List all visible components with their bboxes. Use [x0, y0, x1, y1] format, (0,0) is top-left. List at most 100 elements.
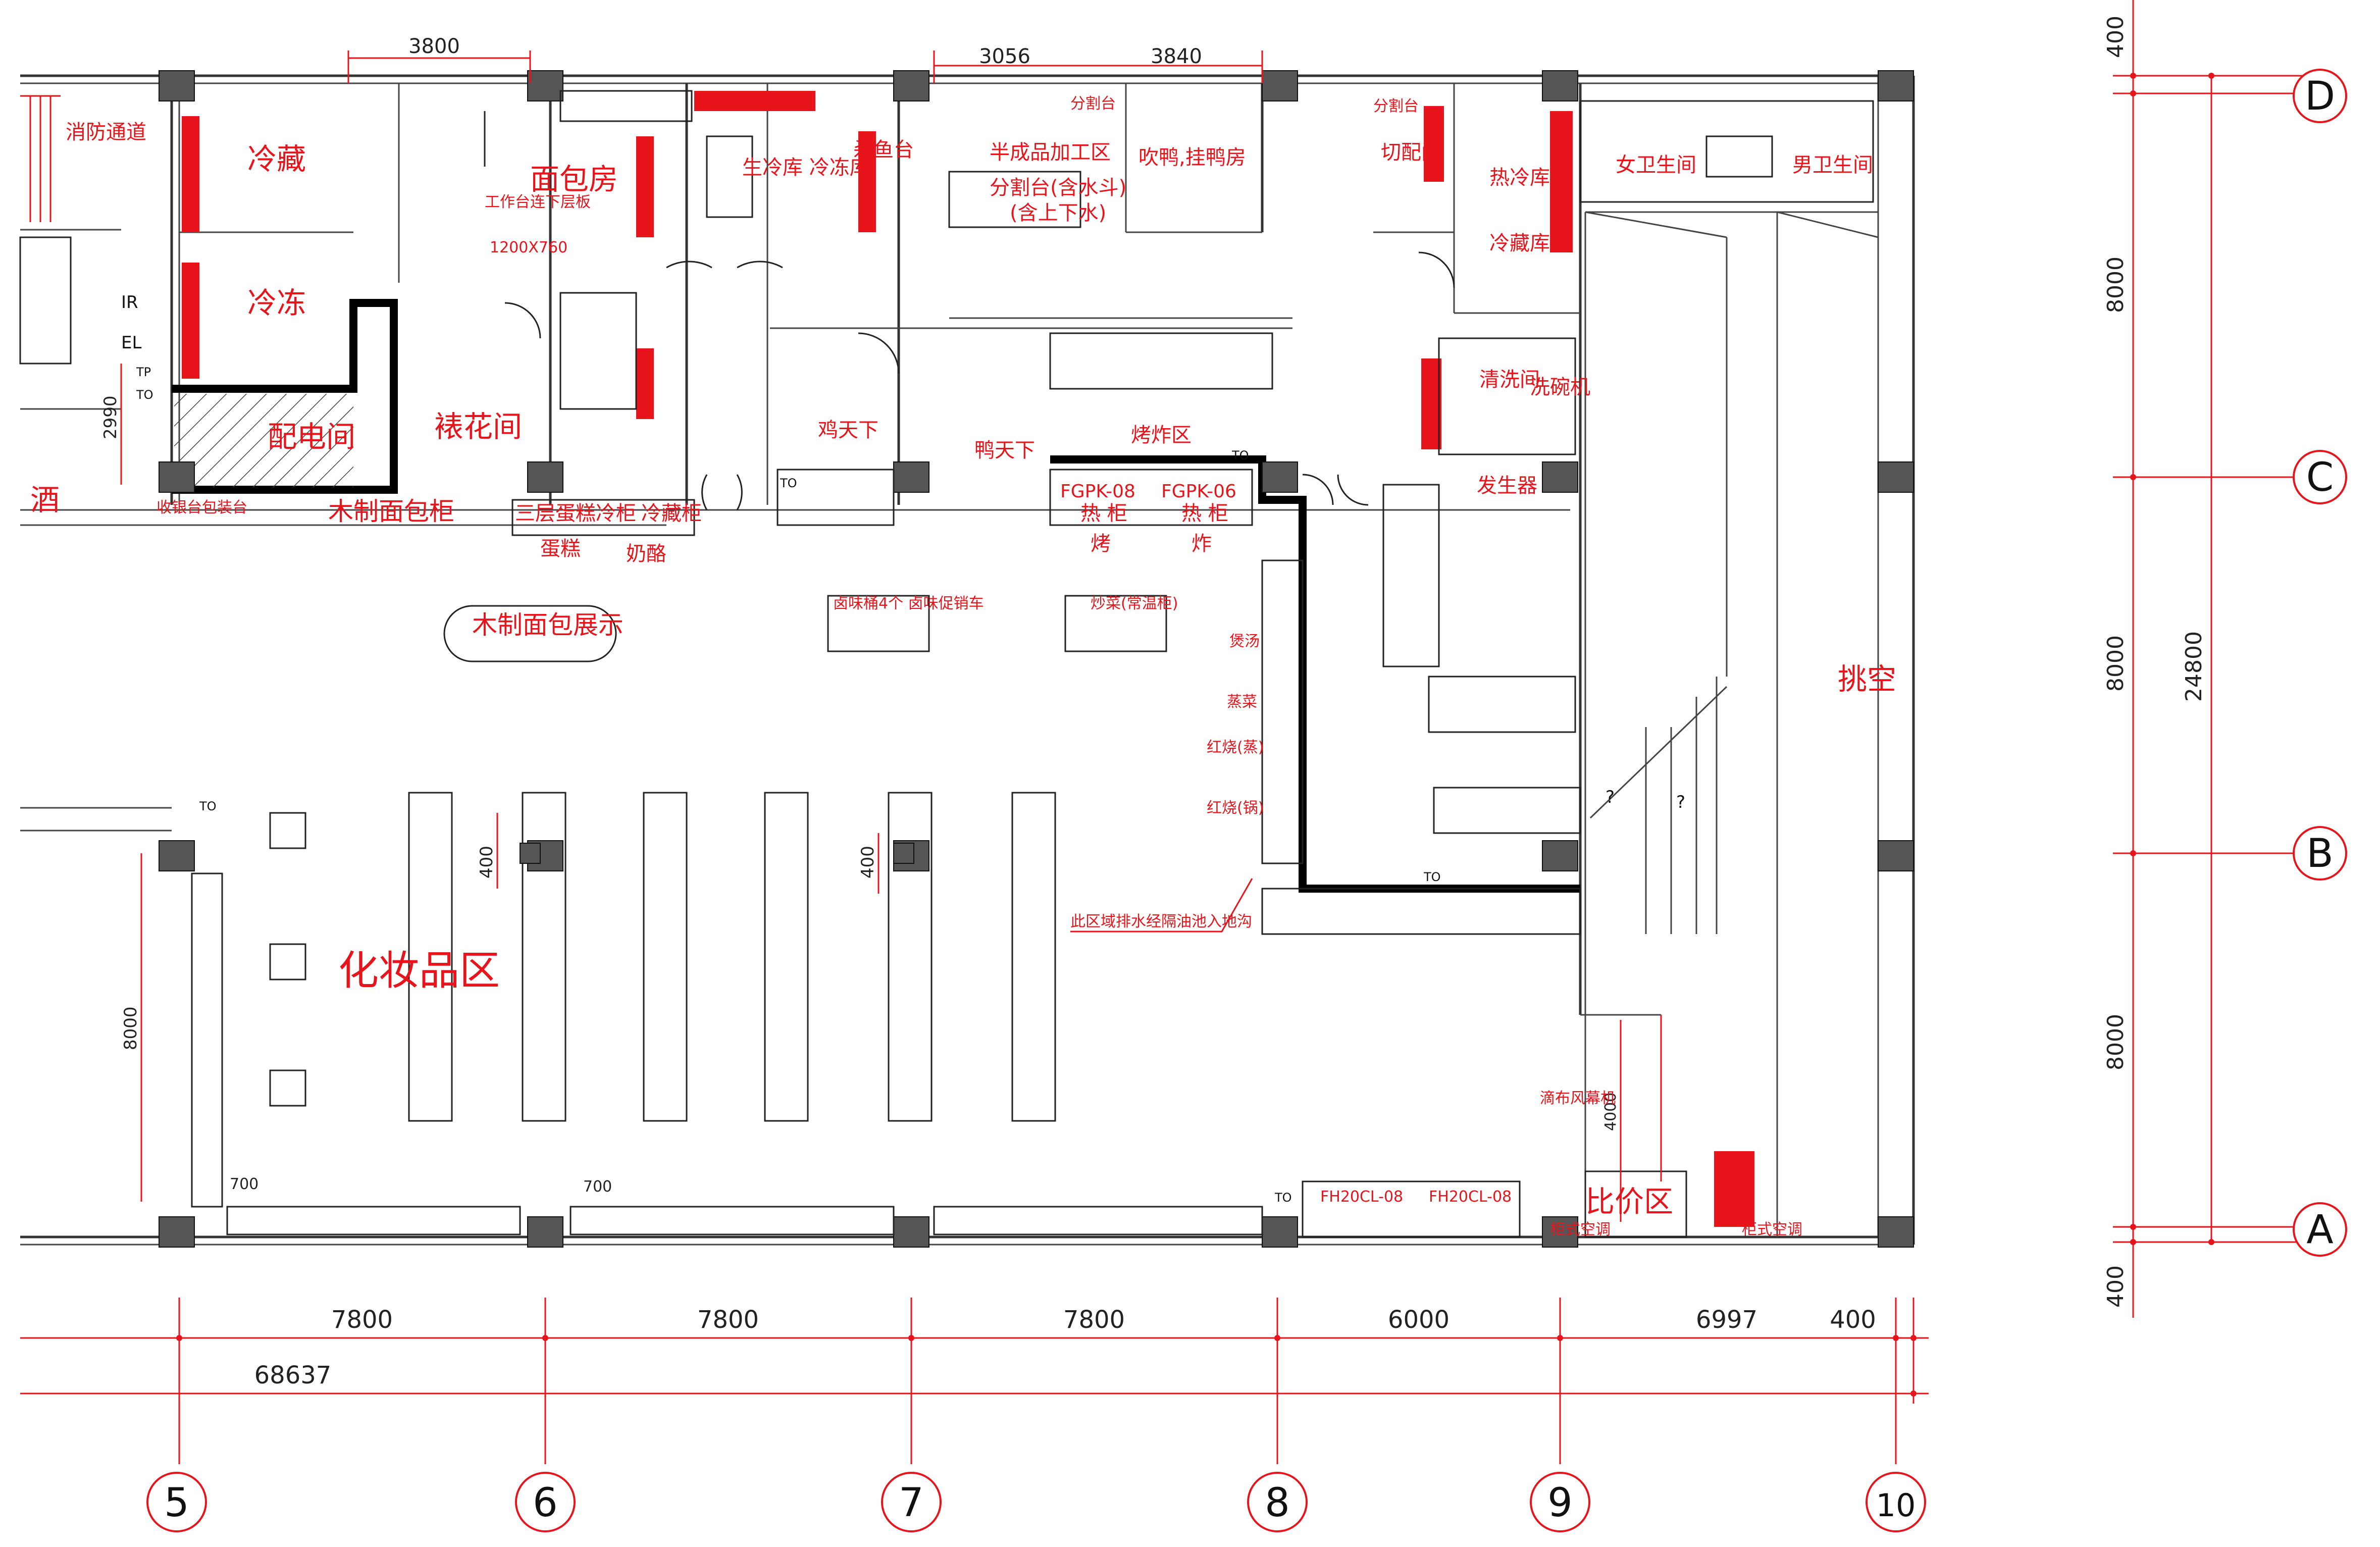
- axis-bubble-6: 6: [533, 1480, 558, 1526]
- label-wood-bread-cabinet: 木制面包柜: [328, 497, 454, 526]
- label-steam: 蒸菜: [1227, 693, 1257, 711]
- label-generator: 发生器: [1477, 474, 1537, 497]
- label-cake: 蛋糕: [540, 537, 581, 560]
- tag-to-b: TO: [780, 476, 797, 490]
- label-duck: 鸭天下: [974, 439, 1035, 462]
- dim-inner-400-a: 400: [477, 846, 497, 879]
- cosmetics-shelves: [191, 605, 1263, 1235]
- label-decorating-room: 裱花间: [434, 409, 522, 444]
- door-swings: [484, 111, 1455, 510]
- label-marinade-cart: 卤味桶4个 卤味促销车: [833, 595, 984, 612]
- fire-stair: [19, 95, 72, 365]
- label-work-table: 工作台连下层板: [485, 193, 591, 211]
- label-duck-roast: 吹鸭,挂鸭房: [1139, 146, 1246, 169]
- building-walls: [20, 74, 1915, 1246]
- label-fire-passage: 消防通道: [66, 121, 146, 144]
- label-dairy: 奶酪: [626, 542, 666, 565]
- column-axis-bubbles: 5 6 7 8 9 10: [146, 1472, 1926, 1532]
- label-fgpk06: FGPK-06: [1161, 481, 1236, 502]
- label-fgpk08: FGPK-08: [1060, 481, 1135, 502]
- label-fh20-b: FH20CL-08: [1429, 1188, 1512, 1206]
- tag-tp: TP: [136, 365, 151, 379]
- label-fish-station: 杀鱼台: [853, 138, 914, 162]
- structural-columns: [159, 70, 1914, 1248]
- dim-right-400-bottom: 400: [2103, 1265, 2129, 1308]
- dim-right-8000-2: 8000: [2103, 635, 2129, 692]
- label-water-note: (含上下水): [1010, 201, 1106, 225]
- dim-bottom-400: 400: [1830, 1306, 1876, 1334]
- axis-bubble-c: C: [2306, 455, 2334, 500]
- label-size-1200: 1200X760: [490, 239, 567, 256]
- label-wine: 酒: [30, 483, 60, 517]
- tag-el: EL: [121, 333, 141, 353]
- tag-to-a: TO: [136, 388, 153, 402]
- axis-bubble-8: 8: [1265, 1480, 1290, 1526]
- tag-to-d: TO: [1423, 870, 1441, 884]
- label-dishwasher: 洗碗机: [1530, 376, 1590, 399]
- label-male-wc: 男卫生间: [1792, 153, 1873, 177]
- label-cabinet-ac-b: 柜式空调: [1742, 1221, 1802, 1239]
- dim-left-2990: 2990: [100, 395, 121, 439]
- label-cosmetics: 化妆品区: [338, 947, 500, 994]
- dim-right-total: 24800: [2181, 631, 2207, 702]
- label-wood-bread-display: 木制面包展示: [472, 610, 624, 640]
- label-cold-cabinet: 冷藏柜: [641, 502, 702, 525]
- label-fry: 炸: [1192, 532, 1212, 555]
- tag-ir: IR: [121, 292, 138, 313]
- axis-bubble-9: 9: [1547, 1480, 1573, 1526]
- dim-right-8000-1: 8000: [2103, 256, 2129, 313]
- label-power-room: 配电间: [268, 420, 355, 454]
- tag-q1: ?: [1606, 787, 1615, 807]
- right-dimension-chain: 400 8000 8000 8000 400 24800: [2103, 0, 2302, 1318]
- axis-bubble-5: 5: [164, 1480, 189, 1526]
- label-cut-room: 切配间: [1381, 141, 1441, 164]
- label-semi-finished: 半成品加工区: [990, 141, 1111, 164]
- tag-to-f: TO: [1274, 1191, 1292, 1205]
- label-cabinet-ac-a: 柜式空调: [1550, 1221, 1611, 1239]
- row-axis-bubbles: D C B A: [2293, 69, 2347, 1257]
- label-red-braise2: 红烧(锅): [1207, 799, 1264, 817]
- label-price-zone: 比价区: [1585, 1184, 1673, 1219]
- axis-bubble-a: A: [2306, 1207, 2333, 1253]
- label-female-wc: 女卫生间: [1616, 153, 1696, 177]
- label-cutting-table-a: 分割台: [1070, 95, 1116, 113]
- label-three-layer-cake: 三层蛋糕冷柜: [515, 502, 636, 525]
- label-washing-room: 清洗间: [1479, 368, 1540, 391]
- drain-leader: [1070, 878, 1253, 933]
- dim-right-400-top: 400: [2103, 16, 2129, 58]
- bottom-dimension-chain: 7800 7800 7800 6000 6997 400 68637: [20, 1298, 1929, 1464]
- label-cutting-table-water: 分割台(含水斗): [990, 176, 1126, 199]
- axis-bubble-7: 7: [899, 1480, 924, 1526]
- dim-inner-400-b: 400: [858, 846, 878, 879]
- dim-inner-700-b: 700: [583, 1178, 612, 1196]
- label-bakery: 面包房: [530, 162, 618, 196]
- label-fried-rice: 炒菜(常温柜): [1091, 595, 1178, 612]
- dim-bottom-6000: 6000: [1388, 1306, 1450, 1334]
- dim-bottom-6997: 6997: [1696, 1306, 1757, 1334]
- label-cashier: 收银台: [157, 499, 202, 517]
- dim-left-8000: 8000: [121, 1006, 141, 1050]
- top-dimension-lines: 3800 3056 3840 2990 8000 400 400 700 700…: [100, 35, 1622, 1222]
- label-hot-cabinet-a: 热 柜: [1080, 502, 1127, 525]
- label-fh20-a: FH20CL-08: [1320, 1188, 1403, 1206]
- axis-bubble-b: B: [2306, 831, 2334, 876]
- thick-partitions: [172, 299, 1580, 893]
- tag-to-e: TO: [199, 799, 217, 813]
- dim-bottom-7800-3: 7800: [1063, 1306, 1125, 1334]
- dim-inner-4000: 4000: [1602, 1093, 1620, 1131]
- label-cutting-table-b: 分割台: [1373, 97, 1419, 115]
- label-cold-room2: 冷藏库: [1489, 232, 1550, 255]
- misc-tags: IR EL TP TO TO TO TO TO TO ? ?: [121, 292, 1685, 1205]
- dim-top-3840: 3840: [1151, 45, 1202, 68]
- tag-to-c: TO: [1231, 448, 1249, 462]
- label-hot-cabinet-b: 热 柜: [1181, 502, 1228, 525]
- label-raw-cold-room: 生冷库 冷冻库: [742, 156, 870, 179]
- label-fried-zone: 烤炸区: [1131, 424, 1192, 447]
- dim-bottom-7800-2: 7800: [697, 1306, 759, 1334]
- label-hot-cold-room: 热冷库: [1489, 166, 1550, 189]
- dim-top-3800: 3800: [408, 35, 460, 58]
- label-curtain: 滴布风幕机: [1540, 1090, 1616, 1107]
- label-cold-storage: 冷藏: [247, 142, 306, 176]
- axis-bubble-d: D: [2305, 74, 2335, 119]
